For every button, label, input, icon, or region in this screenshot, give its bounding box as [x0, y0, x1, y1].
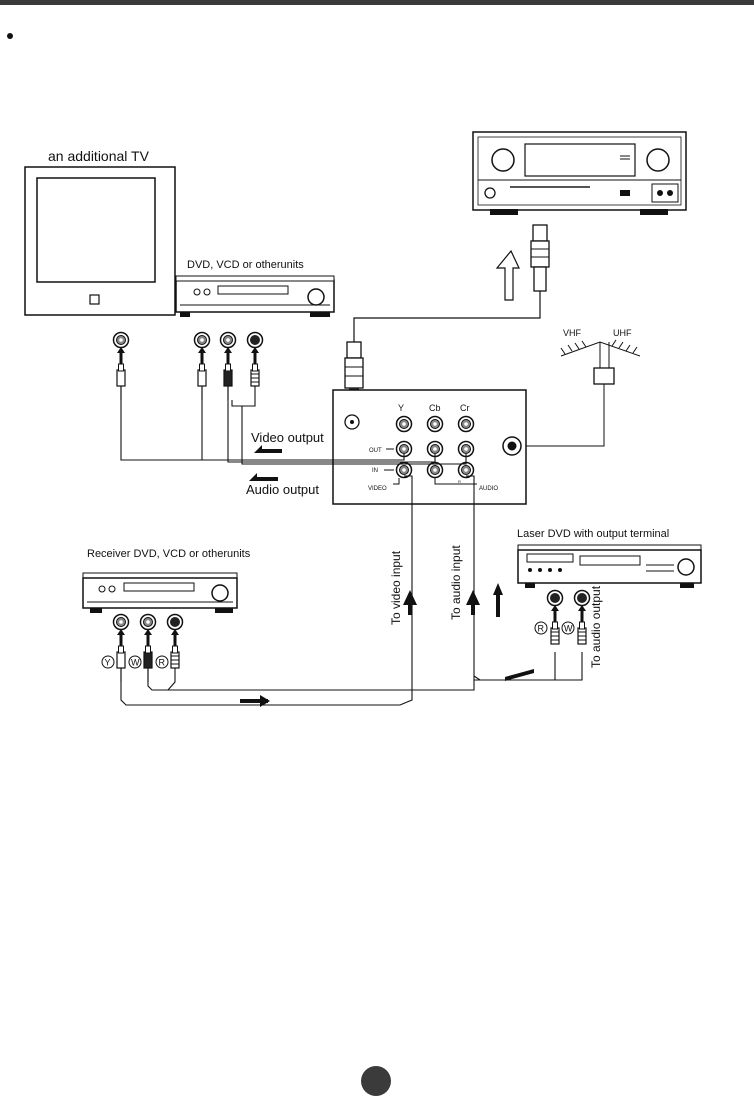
dvd-top-jacks: [193, 331, 264, 401]
label-in: IN: [372, 468, 378, 474]
audio-input-arrow-small: [493, 583, 503, 617]
receiver-dvd-player: [82, 572, 238, 613]
uhf-label: UHF: [613, 328, 632, 338]
to-audio-input-label: To audio input: [449, 545, 463, 620]
svg-text:R: R: [159, 658, 166, 668]
audio-input-arrow: [466, 590, 480, 615]
plug-markers-right: R W: [534, 621, 575, 635]
label-cb: Cb: [429, 403, 441, 413]
output-cables: [120, 386, 467, 465]
to-video-input-label: To video input: [389, 550, 403, 625]
antenna: [520, 339, 641, 447]
plug-markers-left: Y W R: [101, 655, 169, 669]
vhf-label: VHF: [563, 328, 582, 338]
av-receiver: [472, 131, 687, 215]
input-cables: [120, 475, 583, 706]
top-rule: [0, 0, 754, 5]
page-number-badge: [361, 1066, 391, 1096]
laser-dvd-jacks: [546, 589, 591, 645]
in-jacks: [395, 461, 475, 479]
label-y: Y: [398, 403, 404, 413]
additional-tv: [24, 166, 176, 316]
dvd-top-player: [175, 275, 335, 317]
svg-text:Y: Y: [105, 658, 111, 668]
video-input-arrow: [403, 590, 417, 615]
tv-video-jack: [112, 331, 130, 401]
svg-text:R: R: [458, 479, 461, 484]
svg-text:R: R: [538, 624, 545, 634]
label-video: VIDEO: [368, 486, 387, 492]
hollow-up-arrow: [495, 249, 520, 301]
receiver-label: Receiver DVD, VCD or otherunits: [87, 548, 251, 560]
video-output-arrow: [254, 445, 282, 453]
to-audio-output-label: To audio output: [589, 585, 603, 668]
receiver-jacks: [112, 613, 184, 683]
laser-arrow: [505, 669, 534, 681]
audio-output-label: Audio output: [246, 482, 319, 497]
audio-output-arrow: [249, 473, 278, 481]
label-out: OUT: [369, 448, 382, 454]
rf-jack: [502, 436, 522, 456]
antenna-jack: [344, 414, 360, 430]
svg-text:W: W: [564, 624, 573, 634]
svg-text:W: W: [131, 658, 140, 668]
label-audio: AUDIO: [479, 486, 498, 492]
receiver-connector: [530, 224, 550, 313]
receiver-arrow: [240, 695, 270, 707]
video-output-label: Video output: [251, 430, 324, 445]
laser-dvd-player: [517, 544, 702, 588]
laser-dvd-label: Laser DVD with output terminal: [517, 528, 669, 540]
bullet-point: [7, 33, 13, 39]
dvd-top-label: DVD, VCD or otherunits: [187, 259, 304, 271]
additional-tv-label: an additional TV: [48, 148, 150, 164]
label-cr: Cr: [460, 403, 470, 413]
component-jacks: [395, 415, 475, 433]
